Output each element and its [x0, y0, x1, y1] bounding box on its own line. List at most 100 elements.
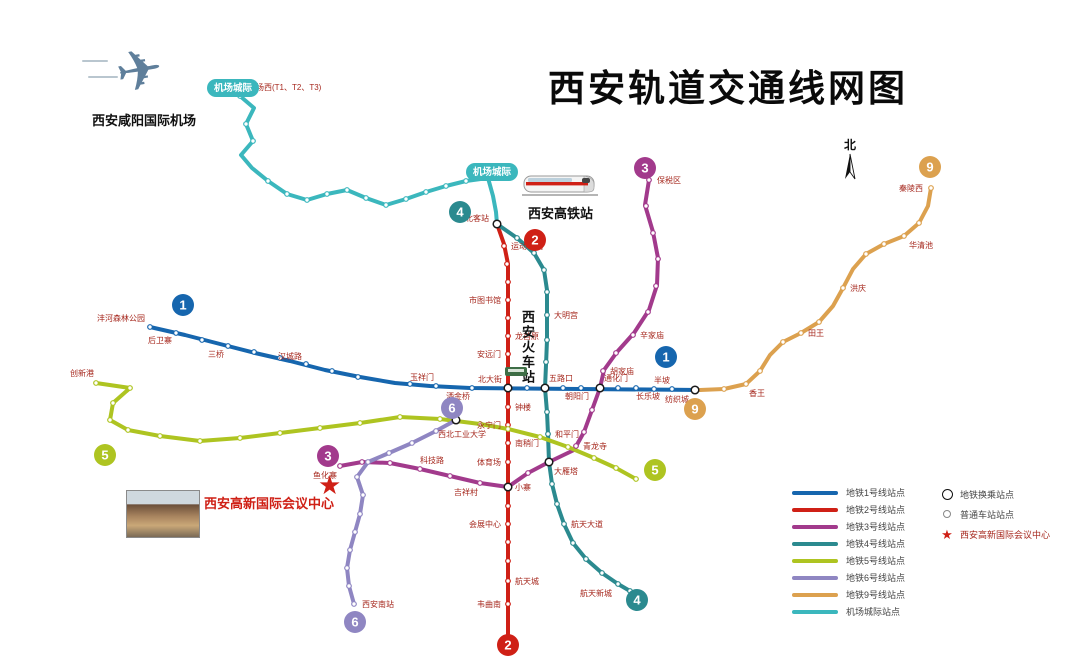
- station-市图书馆: [505, 297, 511, 303]
- station-dot: [863, 251, 869, 257]
- station-dot: [407, 381, 413, 387]
- station-北大街: [503, 383, 513, 393]
- station-dot: [433, 428, 439, 434]
- station-label-田王: 田王: [808, 329, 824, 338]
- station-dot: [304, 197, 310, 203]
- station-dot: [250, 138, 256, 144]
- station-dot: [355, 374, 361, 380]
- station-dot: [651, 386, 657, 392]
- station-航天城: [505, 578, 511, 584]
- railway-station-icon: [505, 367, 527, 376]
- station-dot: [265, 178, 271, 184]
- station-大雁塔: [544, 457, 554, 467]
- legend-label: 地铁5号线站点: [846, 556, 906, 566]
- legend-label: 机场城际站点: [846, 607, 901, 617]
- station-label-朝阳门: 朝阳门: [565, 391, 589, 401]
- station-dot: [524, 385, 530, 391]
- station-label-鱼化寨: 鱼化寨: [313, 470, 337, 480]
- legend-row-地铁4号线站点: 地铁4号线站点: [792, 535, 1040, 552]
- station-dot: [127, 385, 133, 391]
- compass: 北: [836, 136, 864, 188]
- station-体育场: [505, 459, 511, 465]
- station-label-航天新城: 航天新城: [580, 588, 612, 598]
- station-会展中心: [505, 521, 511, 527]
- station-label-胡家庙: 胡家庙: [610, 366, 634, 376]
- station-label-永宁门: 永宁门: [477, 420, 501, 430]
- station-胡家庙: [600, 368, 606, 374]
- station-dot: [357, 420, 363, 426]
- station-dot: [437, 416, 443, 422]
- station-dot: [525, 470, 531, 476]
- station-dot: [504, 261, 510, 267]
- line-6-badge-label: 6: [351, 615, 358, 630]
- station-label-秦陵西: 秦陵西: [899, 183, 923, 193]
- line-3-badge: [317, 445, 339, 467]
- line-6-path: [345, 418, 458, 606]
- station-dot: [613, 350, 619, 356]
- legend-row-地铁1号线站点: 地铁1号线站点: [792, 484, 1040, 501]
- station-通化门: [595, 383, 605, 393]
- station-label-航天大道: 航天大道: [571, 519, 603, 529]
- station-青龙寺: [573, 443, 579, 449]
- station-dot: [409, 440, 415, 446]
- railway-station-label: 西安火车站: [520, 310, 535, 385]
- station-dot: [324, 191, 330, 197]
- station-和平门: [545, 431, 551, 437]
- line-5-badge-label: 5: [651, 463, 658, 478]
- station-label-航天城: 航天城: [515, 576, 539, 586]
- line-5-badge: [644, 459, 666, 481]
- station-dot: [505, 503, 511, 509]
- station-航天大道: [561, 521, 567, 527]
- station-dot: [816, 319, 822, 325]
- station-玉祥门: [433, 383, 439, 389]
- legend-symbol-row-star: ★西安高新国际会议中心: [940, 524, 1050, 544]
- station-dot: [544, 337, 550, 343]
- station-dot: [505, 315, 511, 321]
- station-dot: [329, 368, 335, 374]
- line-9-badge: [919, 156, 941, 178]
- legend-row-地铁3号线站点: 地铁3号线站点: [792, 518, 1040, 535]
- hsr-station-label: 西安高铁站: [528, 206, 594, 221]
- legend-swatch: [792, 609, 838, 614]
- station-dot: [916, 220, 922, 226]
- station-dot: [549, 481, 555, 487]
- station-label-龙首原: 龙首原: [515, 331, 539, 341]
- station-三桥: [225, 343, 231, 349]
- line-2-path: [495, 222, 510, 638]
- station-label-辛家庙: 辛家庙: [640, 330, 664, 340]
- station-label-洪庆: 洪庆: [850, 283, 866, 293]
- station-dot: [251, 349, 257, 355]
- station-dot: [197, 438, 203, 444]
- line-6-badge: [344, 611, 366, 633]
- station-label-汉城路: 汉城路: [278, 351, 302, 361]
- station-大明宫: [544, 312, 550, 318]
- line-1-badge: [655, 346, 677, 368]
- station-dot: [386, 450, 392, 456]
- line-2-badge: [524, 229, 546, 251]
- legend-row-地铁2号线站点: 地铁2号线站点: [792, 501, 1040, 518]
- station-dot: [199, 337, 205, 343]
- legend-swatch: [792, 592, 838, 597]
- line-1-badge-label: 1: [662, 350, 669, 365]
- station-label-吉祥村: 吉祥村: [454, 487, 478, 497]
- station-五路口: [540, 383, 550, 393]
- station-后卫寨: [173, 330, 179, 336]
- line-2-badge: [497, 634, 519, 656]
- station-dot: [403, 196, 409, 202]
- station-dot: [531, 250, 537, 256]
- station-南稍门: [505, 440, 511, 446]
- station-dot: [721, 386, 727, 392]
- station-dot: [346, 583, 352, 589]
- station-label-和平门: 和平门: [555, 429, 579, 439]
- station-鱼化寨: [337, 463, 343, 469]
- station-dot: [633, 476, 639, 482]
- station-dot: [363, 195, 369, 201]
- station-创新港: [93, 380, 99, 386]
- station-label-纺织城: 纺织城: [665, 394, 689, 404]
- station-dot: [645, 309, 651, 315]
- station-dot: [284, 191, 290, 197]
- airport-line-badge-label: 机场城际: [473, 166, 512, 178]
- station-朝阳门: [560, 385, 566, 391]
- station-label-西北工业大学: 西北工业大学: [438, 429, 486, 439]
- station-dot: [237, 435, 243, 441]
